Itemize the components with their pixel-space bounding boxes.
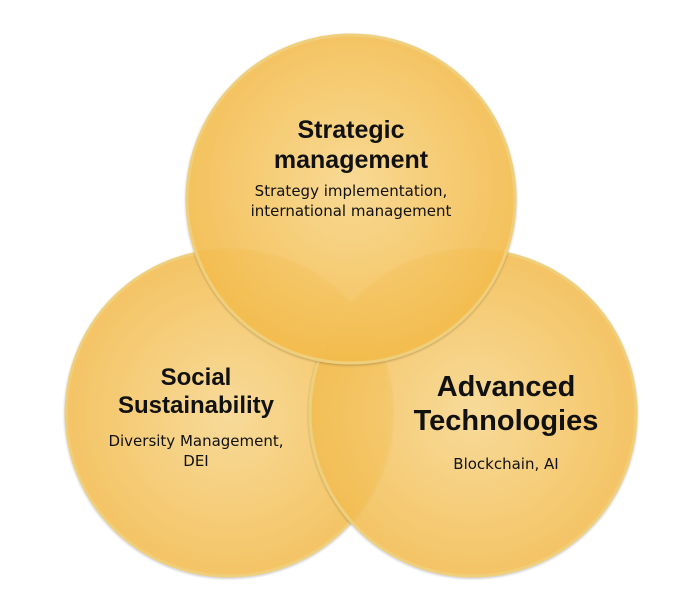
subtitle-line: DEI	[183, 451, 209, 470]
title-line: Strategic	[297, 116, 405, 144]
subtitle-line: Blockchain, AI	[453, 455, 559, 474]
title-line: Advanced	[436, 371, 576, 403]
subtitle-line: Strategy implementation,	[254, 182, 448, 200]
circle-subtitle: Diversity Management, DEI	[86, 431, 306, 472]
title-line: Sustainability	[117, 392, 275, 420]
circle-subtitle: Strategy implementation, international m…	[206, 181, 496, 222]
circle-title: Social Sustainability	[86, 364, 306, 421]
title-line: Social	[160, 364, 232, 391]
circle-title: Strategic management	[206, 116, 496, 175]
circle-subtitle: Blockchain, AI	[390, 454, 622, 474]
label-strategic-management: Strategic management Strategy implementa…	[206, 116, 496, 222]
label-advanced-technologies: Advanced Technologies Blockchain, AI	[390, 370, 622, 475]
label-social-sustainability: Social Sustainability Diversity Manageme…	[86, 364, 306, 471]
title-line: Technologies	[413, 405, 599, 438]
circle-title: Advanced Technologies	[390, 370, 622, 438]
circle-strategic	[185, 33, 517, 365]
subtitle-line: international management	[250, 202, 452, 221]
subtitle-line: Diversity Management,	[108, 431, 284, 450]
title-line: management	[273, 145, 429, 174]
